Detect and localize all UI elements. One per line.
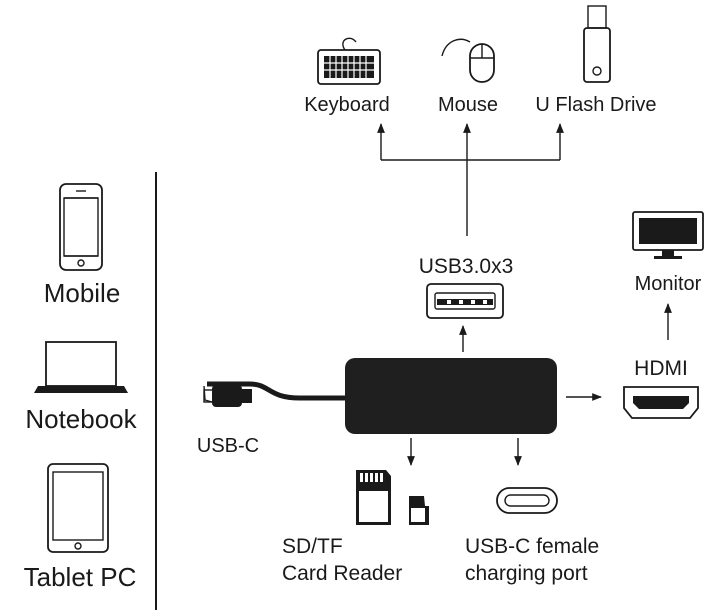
usb3-connector-lines [377,123,564,236]
device-tablet: Tablet PC [24,463,137,592]
peripheral-label-mouse: Mouse [438,94,498,116]
port-label-charging-line2: charging port [465,562,588,585]
peripheral-keyboard: Keyboard [304,37,390,116]
port-label-hdmi: HDMI [634,357,688,380]
microsd-card-icon [409,496,429,525]
device-label-mobile: Mobile [44,278,121,308]
device-mobile: Mobile [44,183,121,308]
laptop-icon [34,341,128,393]
device-label-notebook: Notebook [25,404,137,434]
port-label-usb3: USB3.0x3 [419,255,514,278]
hub-body [345,358,557,434]
mouse-icon [441,38,495,83]
cable-label-usbc: USB-C [197,435,259,457]
tablet-icon [47,463,109,553]
port-label-charging-line1: USB-C female [465,535,599,558]
usb-flash-drive-icon [583,5,611,83]
keyboard-icon [317,37,381,85]
usb-c-port-icon [496,487,558,514]
peripheral-label-flash-drive: U Flash Drive [535,94,656,116]
smartphone-icon [59,183,103,271]
peripheral-label-keyboard: Keyboard [304,94,390,116]
device-label-tablet: Tablet PC [24,562,137,592]
monitor-icon [632,211,704,259]
hdmi-port-icon [623,386,699,419]
sd-card-icon [356,470,391,525]
port-label-card-reader-line1: SD/TF [282,535,343,558]
peripheral-flash-drive: U Flash Drive [535,5,657,116]
peripheral-mouse: Mouse [438,38,498,116]
device-notebook: Notebook [25,341,138,434]
usb-a-port-icon [426,283,504,319]
port-label-card-reader-line2: Card Reader [282,562,402,585]
usb-c-cable [203,381,346,407]
port-label-monitor: Monitor [635,273,702,295]
